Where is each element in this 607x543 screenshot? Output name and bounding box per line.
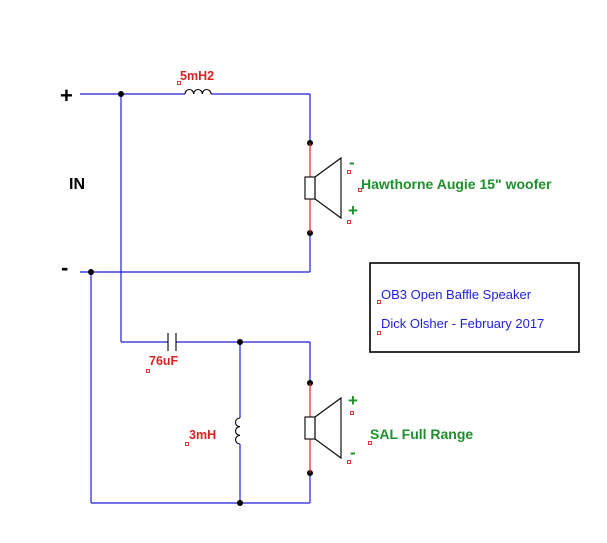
inductor-5mh-label: 5mH2 (180, 69, 214, 83)
fullrange-terminal-plus: + (348, 391, 358, 410)
woofer-terminal-minus: - (349, 153, 355, 172)
inductor-5mh-marker (177, 81, 181, 85)
wires (80, 93, 311, 504)
woofer-label: Hawthorne Augie 15" woofer (361, 176, 552, 192)
fullrange-terminal-minus-marker (347, 460, 351, 464)
woofer-terminal-minus-marker (347, 170, 351, 174)
node-plus (118, 91, 124, 97)
fullrange-label: SAL Full Range (370, 426, 473, 442)
inductor-3mh (235, 417, 241, 445)
capacitor-76uf-label: 76uF (149, 354, 179, 368)
inductor-3mh-label: 3mH (189, 428, 216, 442)
fullrange-label-marker (368, 441, 372, 445)
inductor-3mh-marker (185, 442, 189, 446)
woofer-terminal-plus-marker (347, 220, 351, 224)
woofer-terminal-plus: + (348, 201, 358, 220)
woofer-driver (304, 143, 342, 233)
woofer-label-marker (358, 188, 362, 192)
fullrange-terminal-plus-marker (350, 411, 354, 415)
input-label: IN (69, 176, 85, 193)
title-block-line2: Dick Olsher - February 2017 (381, 316, 544, 331)
fullrange-driver (304, 383, 342, 473)
title-block: OB3 Open Baffle Speaker Dick Olsher - Fe… (369, 262, 580, 353)
junction-nodes (88, 91, 313, 506)
capacitor-76uf-marker (146, 369, 150, 373)
capacitor-76uf (167, 333, 177, 351)
title-block-line1: OB3 Open Baffle Speaker (381, 287, 532, 302)
node-minus (88, 269, 94, 275)
node-bottom-rail (237, 500, 243, 506)
inductor-5mh (184, 89, 212, 95)
fullrange-terminal-minus: - (350, 443, 356, 462)
node-cap-junction (237, 339, 243, 345)
input-minus-sign: - (61, 255, 68, 280)
input-plus-sign: + (60, 83, 73, 108)
